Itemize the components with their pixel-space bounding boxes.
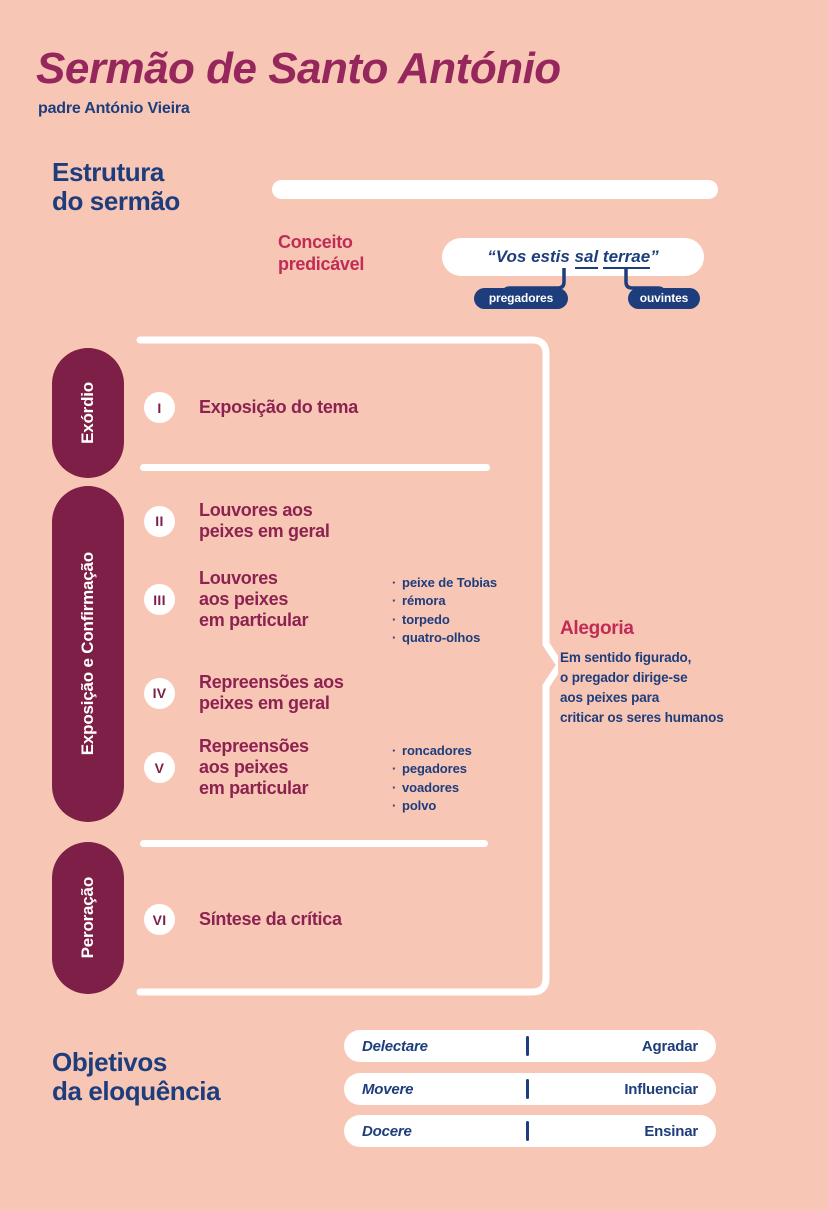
stage-pill-exordio: Exórdio xyxy=(52,348,124,478)
stage-label-exordio: Exórdio xyxy=(78,382,97,444)
stage-label-peroracao: Peroração xyxy=(78,877,97,959)
step-title-iii-line3: em particular xyxy=(199,610,309,631)
top-white-bar xyxy=(272,180,718,199)
goal-separator xyxy=(526,1079,529,1099)
list-item: polvo xyxy=(392,797,472,815)
step-title-iii-line2: aos peixes xyxy=(199,589,289,610)
list-item: quatro-olhos xyxy=(392,629,497,647)
step-row-i: I Exposição do tema xyxy=(144,392,358,423)
conceito-label-line1: Conceito xyxy=(278,232,353,252)
list-item: rémora xyxy=(392,592,497,610)
step-title-v: Repreensões aos peixes em particular xyxy=(199,736,309,800)
structure-frame-bracket xyxy=(136,336,558,996)
step-title-ii-line1: Louvores aos xyxy=(199,500,313,520)
step-title-i: Exposição do tema xyxy=(199,397,358,418)
tag-ouvintes: ouvintes xyxy=(628,288,700,309)
step-numeral-v: V xyxy=(144,752,175,784)
quote-word-sal: sal xyxy=(574,247,599,269)
step-numeral-ii: II xyxy=(144,505,175,537)
goal-row-docere: Docere Ensinar xyxy=(344,1115,716,1147)
goal-row-delectare: Delectare Agradar xyxy=(344,1030,716,1062)
step-title-iii: Louvores aos peixes em particular xyxy=(199,568,308,632)
goal-separator xyxy=(526,1121,529,1141)
structure-heading-line2: do sermão xyxy=(52,186,180,217)
goal-translation-movere: Influenciar xyxy=(624,1080,698,1098)
quote-word-terrae: terrae xyxy=(602,247,651,269)
step-row-vi: VI Síntese da crítica xyxy=(144,904,342,935)
goal-separator xyxy=(526,1036,529,1056)
page-title: Sermão de Santo António xyxy=(36,44,561,93)
structure-section-heading: Estrutura do sermão xyxy=(52,157,180,217)
alegoria-body: Em sentido figurado, o pregador dirige-s… xyxy=(560,648,724,728)
alegoria-body-line4: criticar os seres humanos xyxy=(560,709,724,725)
divider-exposicao-peroracao xyxy=(140,840,488,847)
step-numeral-iv: IV xyxy=(144,677,175,709)
alegoria-title: Alegoria xyxy=(560,618,634,639)
tag-pregadores: pregadores xyxy=(474,288,568,309)
step-title-vi: Síntese da crítica xyxy=(199,909,342,930)
step-row-v: V Repreensões aos peixes em particular xyxy=(144,736,309,800)
bullet-list-step-v: roncadores pegadores voadores polvo xyxy=(392,742,472,816)
goals-heading-line2: da eloquência xyxy=(52,1076,221,1107)
goals-heading-line1: Objetivos xyxy=(52,1047,167,1077)
divider-exordio-exposicao xyxy=(140,464,490,471)
conceito-predicavel-label: Conceito predicável xyxy=(278,232,364,275)
step-row-ii: II Louvores aos peixes em geral xyxy=(144,500,330,542)
list-item: peixe de Tobias xyxy=(392,574,497,592)
page-subtitle: padre António Vieira xyxy=(38,100,190,117)
list-item: roncadores xyxy=(392,742,472,760)
step-row-iii: III Louvores aos peixes em particular xyxy=(144,568,308,632)
step-numeral-iii: III xyxy=(144,584,175,616)
step-title-i-line1: Exposição do tema xyxy=(199,396,358,417)
step-title-ii: Louvores aos peixes em geral xyxy=(199,500,330,542)
conceito-quote-text: “Vos estis sal terrae” xyxy=(487,247,659,269)
conceito-label-line2: predicável xyxy=(278,253,365,274)
step-title-iv-line2: peixes em geral xyxy=(199,693,330,714)
quote-close: ” xyxy=(650,247,659,266)
goal-translation-delectare: Agradar xyxy=(641,1037,698,1055)
alegoria-body-line1: Em sentido figurado, xyxy=(560,650,692,665)
alegoria-body-line2: o pregador dirige-se xyxy=(560,669,688,685)
step-numeral-i: I xyxy=(144,392,175,423)
list-item: voadores xyxy=(392,779,472,797)
step-numeral-vi: VI xyxy=(144,904,175,935)
step-title-v-line3: em particular xyxy=(199,778,309,799)
list-item: pegadores xyxy=(392,760,472,778)
goal-row-movere: Movere Influenciar xyxy=(344,1073,716,1105)
bullet-list-step-iii: peixe de Tobias rémora torpedo quatro-ol… xyxy=(392,574,497,648)
stage-pill-exposicao-confirmacao: Exposição e Confirmação xyxy=(52,486,124,822)
goal-latin-docere: Docere xyxy=(362,1122,412,1140)
quote-open: “Vos estis xyxy=(487,247,575,266)
goal-latin-movere: Movere xyxy=(362,1080,414,1098)
alegoria-body-line3: aos peixes para xyxy=(560,689,660,705)
conceito-quote-pill: “Vos estis sal terrae” xyxy=(442,238,704,276)
step-title-v-line1: Repreensões xyxy=(199,736,309,756)
step-title-iv-line1: Repreensões aos xyxy=(199,672,344,692)
list-item: torpedo xyxy=(392,611,497,629)
stage-pill-peroracao: Peroração xyxy=(52,842,124,994)
goal-translation-docere: Ensinar xyxy=(644,1122,698,1140)
step-title-iii-line1: Louvores xyxy=(199,568,278,588)
step-title-ii-line2: peixes em geral xyxy=(199,521,330,542)
structure-heading-line1: Estrutura xyxy=(52,157,164,187)
step-title-v-line2: aos peixes xyxy=(199,757,289,778)
stage-label-exposicao-confirmacao: Exposição e Confirmação xyxy=(78,552,97,756)
step-title-vi-line1: Síntese da crítica xyxy=(199,908,342,929)
step-title-iv: Repreensões aos peixes em geral xyxy=(199,672,344,714)
step-row-iv: IV Repreensões aos peixes em geral xyxy=(144,672,344,714)
goal-latin-delectare: Delectare xyxy=(362,1037,428,1055)
goals-section-heading: Objetivos da eloquência xyxy=(52,1047,221,1107)
